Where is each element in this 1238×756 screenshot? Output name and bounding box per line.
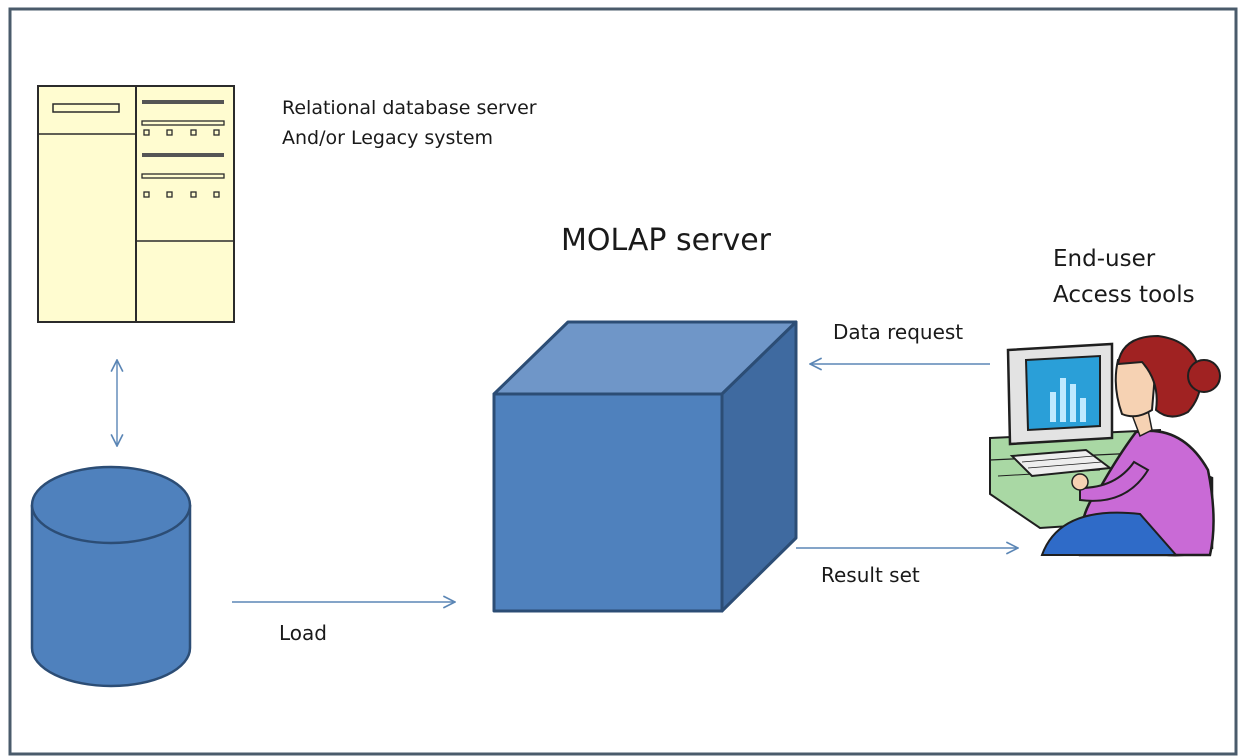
source-label-line1: Relational database server	[282, 97, 537, 119]
load-label: Load	[279, 621, 327, 645]
enduser-label-line1: End-user	[1053, 246, 1156, 272]
server-label: MOLAP server	[561, 223, 772, 258]
user-at-computer-icon	[989, 334, 1221, 557]
molap-cube-icon	[492, 320, 798, 613]
frame-border	[8, 7, 1238, 756]
data-request-label: Data request	[833, 320, 964, 344]
enduser-label-line2: Access tools	[1053, 282, 1195, 308]
database-cylinder-icon	[30, 465, 192, 688]
source-label-line2: And/or Legacy system	[282, 127, 494, 149]
result-set-label: Result set	[821, 563, 920, 587]
server-rack-icon	[37, 85, 235, 323]
